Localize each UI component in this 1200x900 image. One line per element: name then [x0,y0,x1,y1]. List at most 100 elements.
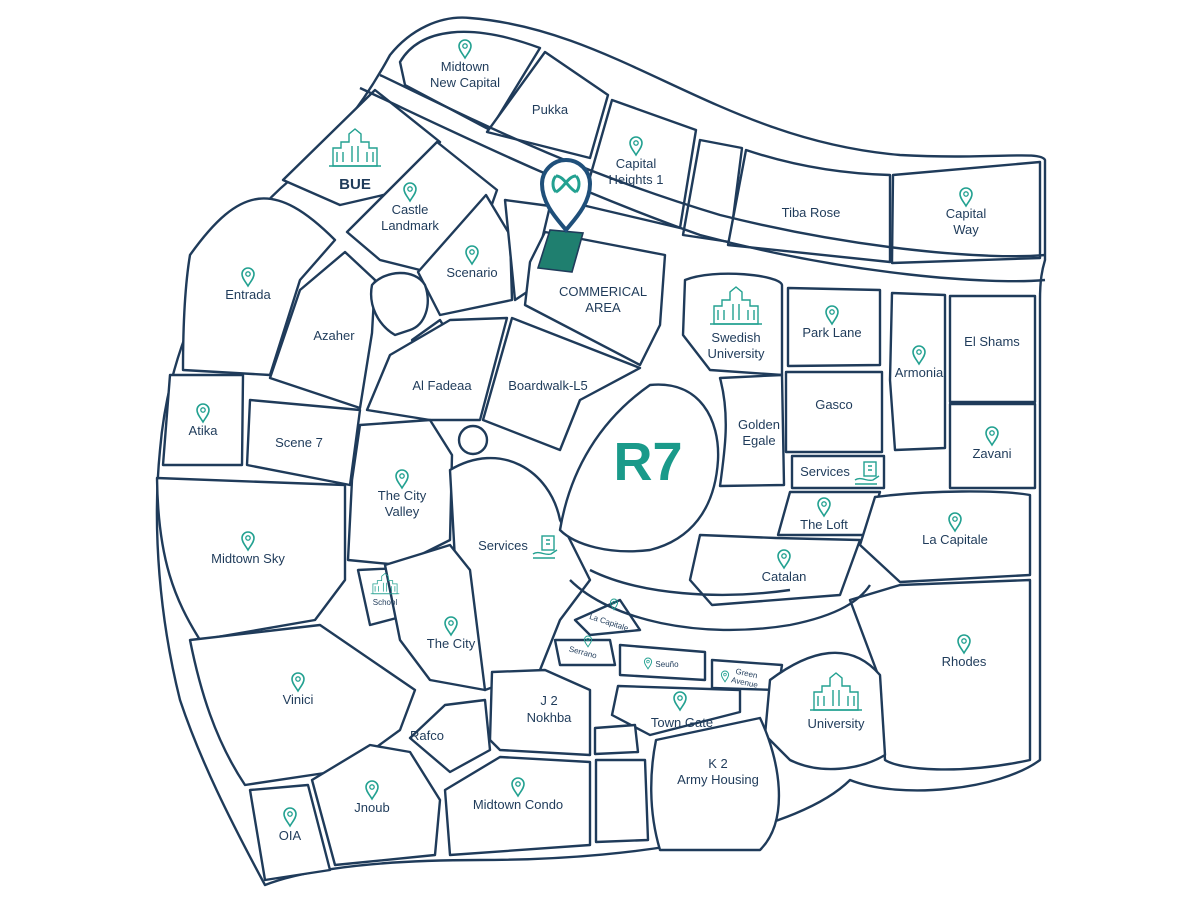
poi-midtown-sky[interactable]: Midtown Sky [211,531,285,566]
poi-label: Pukka [532,102,569,117]
poi-label: Midtown [441,59,489,74]
poi-label: Midtown Sky [211,551,285,566]
poi-label: Tiba Rose [782,205,841,220]
poi-k2-army-housing[interactable]: K 2 Army Housing [677,756,759,787]
poi-label: Swedish [711,330,760,345]
poi-label: Scene 7 [275,435,323,450]
poi-label: Armonia [895,365,944,380]
poi-label: Egale [742,433,775,448]
poi-label: Capital [616,156,657,171]
poi-services-east[interactable]: Services [800,461,880,485]
poi-label: J 2 [540,693,557,708]
poi-azaher[interactable]: Azaher [313,328,355,343]
poi-label: Rhodes [942,654,987,669]
poi-rhodes[interactable]: Rhodes [942,634,987,669]
poi-label: School [373,598,398,607]
commercial-area-line-2: AREA [585,300,621,315]
poi-label: Al Fadeaa [412,378,472,393]
poi-label: Services [800,464,850,479]
poi-label: The City [427,636,476,651]
poi-label: Nokhba [527,710,573,725]
poi-label: New Capital [430,75,500,90]
poi-label: El Shams [964,334,1020,349]
poi-jnoub[interactable]: Jnoub [354,780,390,815]
poi-golden-egale[interactable]: Golden Egale [738,417,780,448]
poi-the-city[interactable]: The City [427,616,476,651]
poi-el-shams[interactable]: El Shams [964,334,1020,349]
poi-al-fadeaa[interactable]: Al Fadeaa [412,378,472,393]
poi-midtown-condo[interactable]: Midtown Condo [473,777,563,812]
poi-university[interactable]: University [807,672,865,731]
poi-label: La Capitale [922,532,988,547]
poi-label: K 2 [708,756,728,771]
poi-label: Jnoub [354,800,389,815]
poi-rafco[interactable]: Rafco [410,728,444,743]
poi-tiba-rose[interactable]: Tiba Rose [782,205,841,220]
poi-boardwalk-l5[interactable]: Boardwalk-L5 [508,378,588,393]
poi-label: Town Gate [651,715,713,730]
poi-entrada[interactable]: Entrada [225,267,272,302]
poi-label: University [807,716,865,731]
poi-label: Azaher [313,328,355,343]
commercial-area-line-1: COMMERICAL [559,284,647,299]
poi-town-gate[interactable]: Town Gate [651,691,713,730]
poi-midtown-new-capital[interactable]: Midtown New Capital [430,39,500,90]
poi-catalan[interactable]: Catalan [762,549,807,584]
poi-label: Entrada [225,287,271,302]
poi-label: Services [478,538,528,553]
poi-commercial-area[interactable]: COMMERICAL AREA [559,284,647,315]
location-marker-icon[interactable] [539,158,593,234]
poi-bue[interactable]: BUE [328,128,382,193]
highlight-parcel [536,229,585,273]
poi-label: Midtown Condo [473,797,563,812]
poi-label: Heights 1 [609,172,664,187]
poi-j2-nokhba[interactable]: J 2 Nokhba [527,693,573,725]
poi-la-capitale-east[interactable]: La Capitale [922,512,988,547]
poi-swedish-university[interactable]: Swedish University [707,286,765,361]
poi-label: The Loft [800,517,848,532]
poi-services-center[interactable]: Services [478,535,558,559]
poi-seuno[interactable]: Seuño [643,657,679,670]
poi-label: Park Lane [802,325,861,340]
poi-label: Seuño [655,660,679,669]
poi-scene-7[interactable]: Scene 7 [275,435,323,450]
poi-capital-heights-1[interactable]: Capital Heights 1 [609,136,664,187]
district-label: R7 [613,432,682,492]
outer-boundary [155,16,1047,887]
poi-the-loft[interactable]: The Loft [800,497,848,532]
poi-label: BUE [339,176,371,193]
parcels [155,30,1046,882]
poi-label: Golden [738,417,780,432]
poi-label: Valley [385,504,420,519]
poi-scenario[interactable]: Scenario [446,245,498,280]
poi-label: Vinici [283,692,314,707]
poi-zavani[interactable]: Zavani [972,426,1012,461]
poi-label: Gasco [815,397,853,412]
poi-castle-landmark[interactable]: Castle Landmark [381,182,439,233]
poi-atika[interactable]: Atika [189,403,219,438]
poi-vinici[interactable]: Vinici [283,672,314,707]
poi-label: Zavani [972,446,1011,461]
poi-label: OIA [279,828,302,843]
poi-label: Landmark [381,218,439,233]
poi-label: Rafco [410,728,444,743]
poi-school[interactable]: School [370,573,400,607]
selected-plot[interactable] [536,229,585,273]
poi-label: Catalan [762,569,807,584]
poi-label: University [707,346,765,361]
poi-gasco[interactable]: Gasco [815,397,853,412]
poi-the-city-valley[interactable]: The City Valley [378,469,427,519]
poi-oia[interactable]: OIA [279,807,302,843]
poi-armonia[interactable]: Armonia [895,345,944,380]
poi-park-lane[interactable]: Park Lane [802,305,862,340]
poi-pukka[interactable]: Pukka [532,102,569,117]
poi-label: Castle [392,202,429,217]
poi-label: Capital [946,206,987,221]
poi-label: Boardwalk-L5 [508,378,588,393]
poi-label: The City [378,488,427,503]
poi-label: Atika [189,423,219,438]
poi-capital-way[interactable]: Capital Way [946,187,987,237]
poi-label: Way [953,222,979,237]
poi-label: Scenario [446,265,497,280]
